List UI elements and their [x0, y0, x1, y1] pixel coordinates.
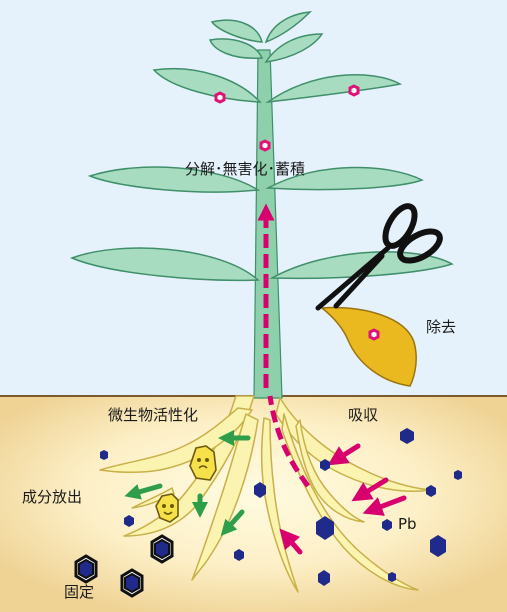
label-remove: 除去: [426, 320, 456, 335]
pollutant-marker-icon: [370, 330, 378, 339]
label-pb: Pb: [398, 517, 417, 532]
label-release-components: 成分放出: [22, 490, 82, 505]
label-fix: 固定: [64, 585, 94, 600]
sky-area: [0, 0, 507, 396]
label-decompose-detoxify-accumulate: 分解･無害化･蓄積: [185, 162, 305, 177]
label-microbe-activation: 微生物活性化: [108, 408, 198, 423]
label-absorb: 吸収: [348, 408, 378, 423]
